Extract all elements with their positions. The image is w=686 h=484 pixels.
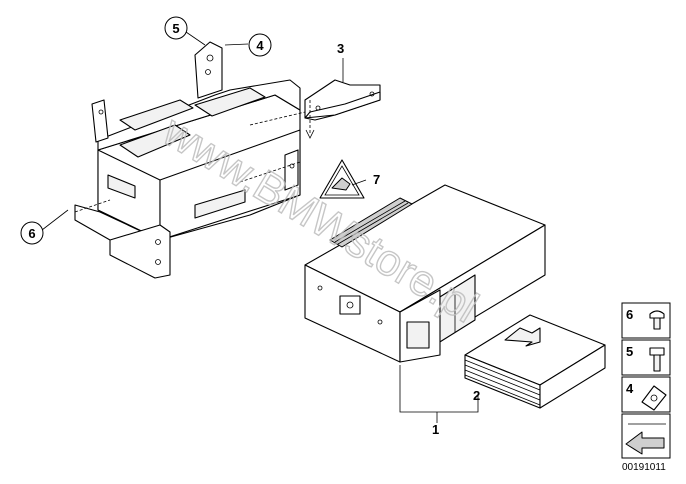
side-bracket (304, 79, 381, 139)
callout-3: 3 (337, 41, 344, 56)
svg-text:3: 3 (337, 41, 344, 56)
screw-icon (649, 310, 665, 330)
cd-changer (304, 184, 546, 363)
callout-1: 1 (432, 422, 439, 437)
svg-text:6: 6 (626, 307, 633, 322)
legend-item-arrow (621, 413, 671, 459)
callout-2: 2 (473, 388, 480, 403)
callout-6: 6 (20, 221, 44, 245)
svg-text:7: 7 (373, 172, 380, 187)
bolt-icon (649, 347, 665, 372)
svg-text:4: 4 (256, 38, 264, 53)
legend-item-4: 4 (621, 376, 671, 413)
drawing-code: 00191011 (622, 462, 666, 473)
svg-text:1: 1 (432, 422, 439, 437)
svg-text:2: 2 (473, 388, 480, 403)
mounting-bracket (74, 41, 306, 279)
svg-text:4: 4 (626, 381, 634, 396)
callout-5: 5 (164, 16, 188, 40)
callout-4: 4 (248, 33, 272, 57)
arrow-icon (625, 423, 666, 455)
callout-7: 7 (373, 172, 380, 187)
cd-magazine (464, 314, 606, 409)
clip-nut-icon (641, 385, 667, 411)
svg-text:5: 5 (172, 21, 179, 36)
legend-item-5: 5 (621, 339, 671, 376)
legend-item-6: 6 (621, 302, 671, 339)
svg-text:6: 6 (28, 226, 35, 241)
leader-lines (41, 31, 479, 423)
warning-triangle (319, 159, 365, 199)
fastener-legend: 6 5 4 (621, 302, 671, 473)
svg-text:5: 5 (626, 344, 633, 359)
